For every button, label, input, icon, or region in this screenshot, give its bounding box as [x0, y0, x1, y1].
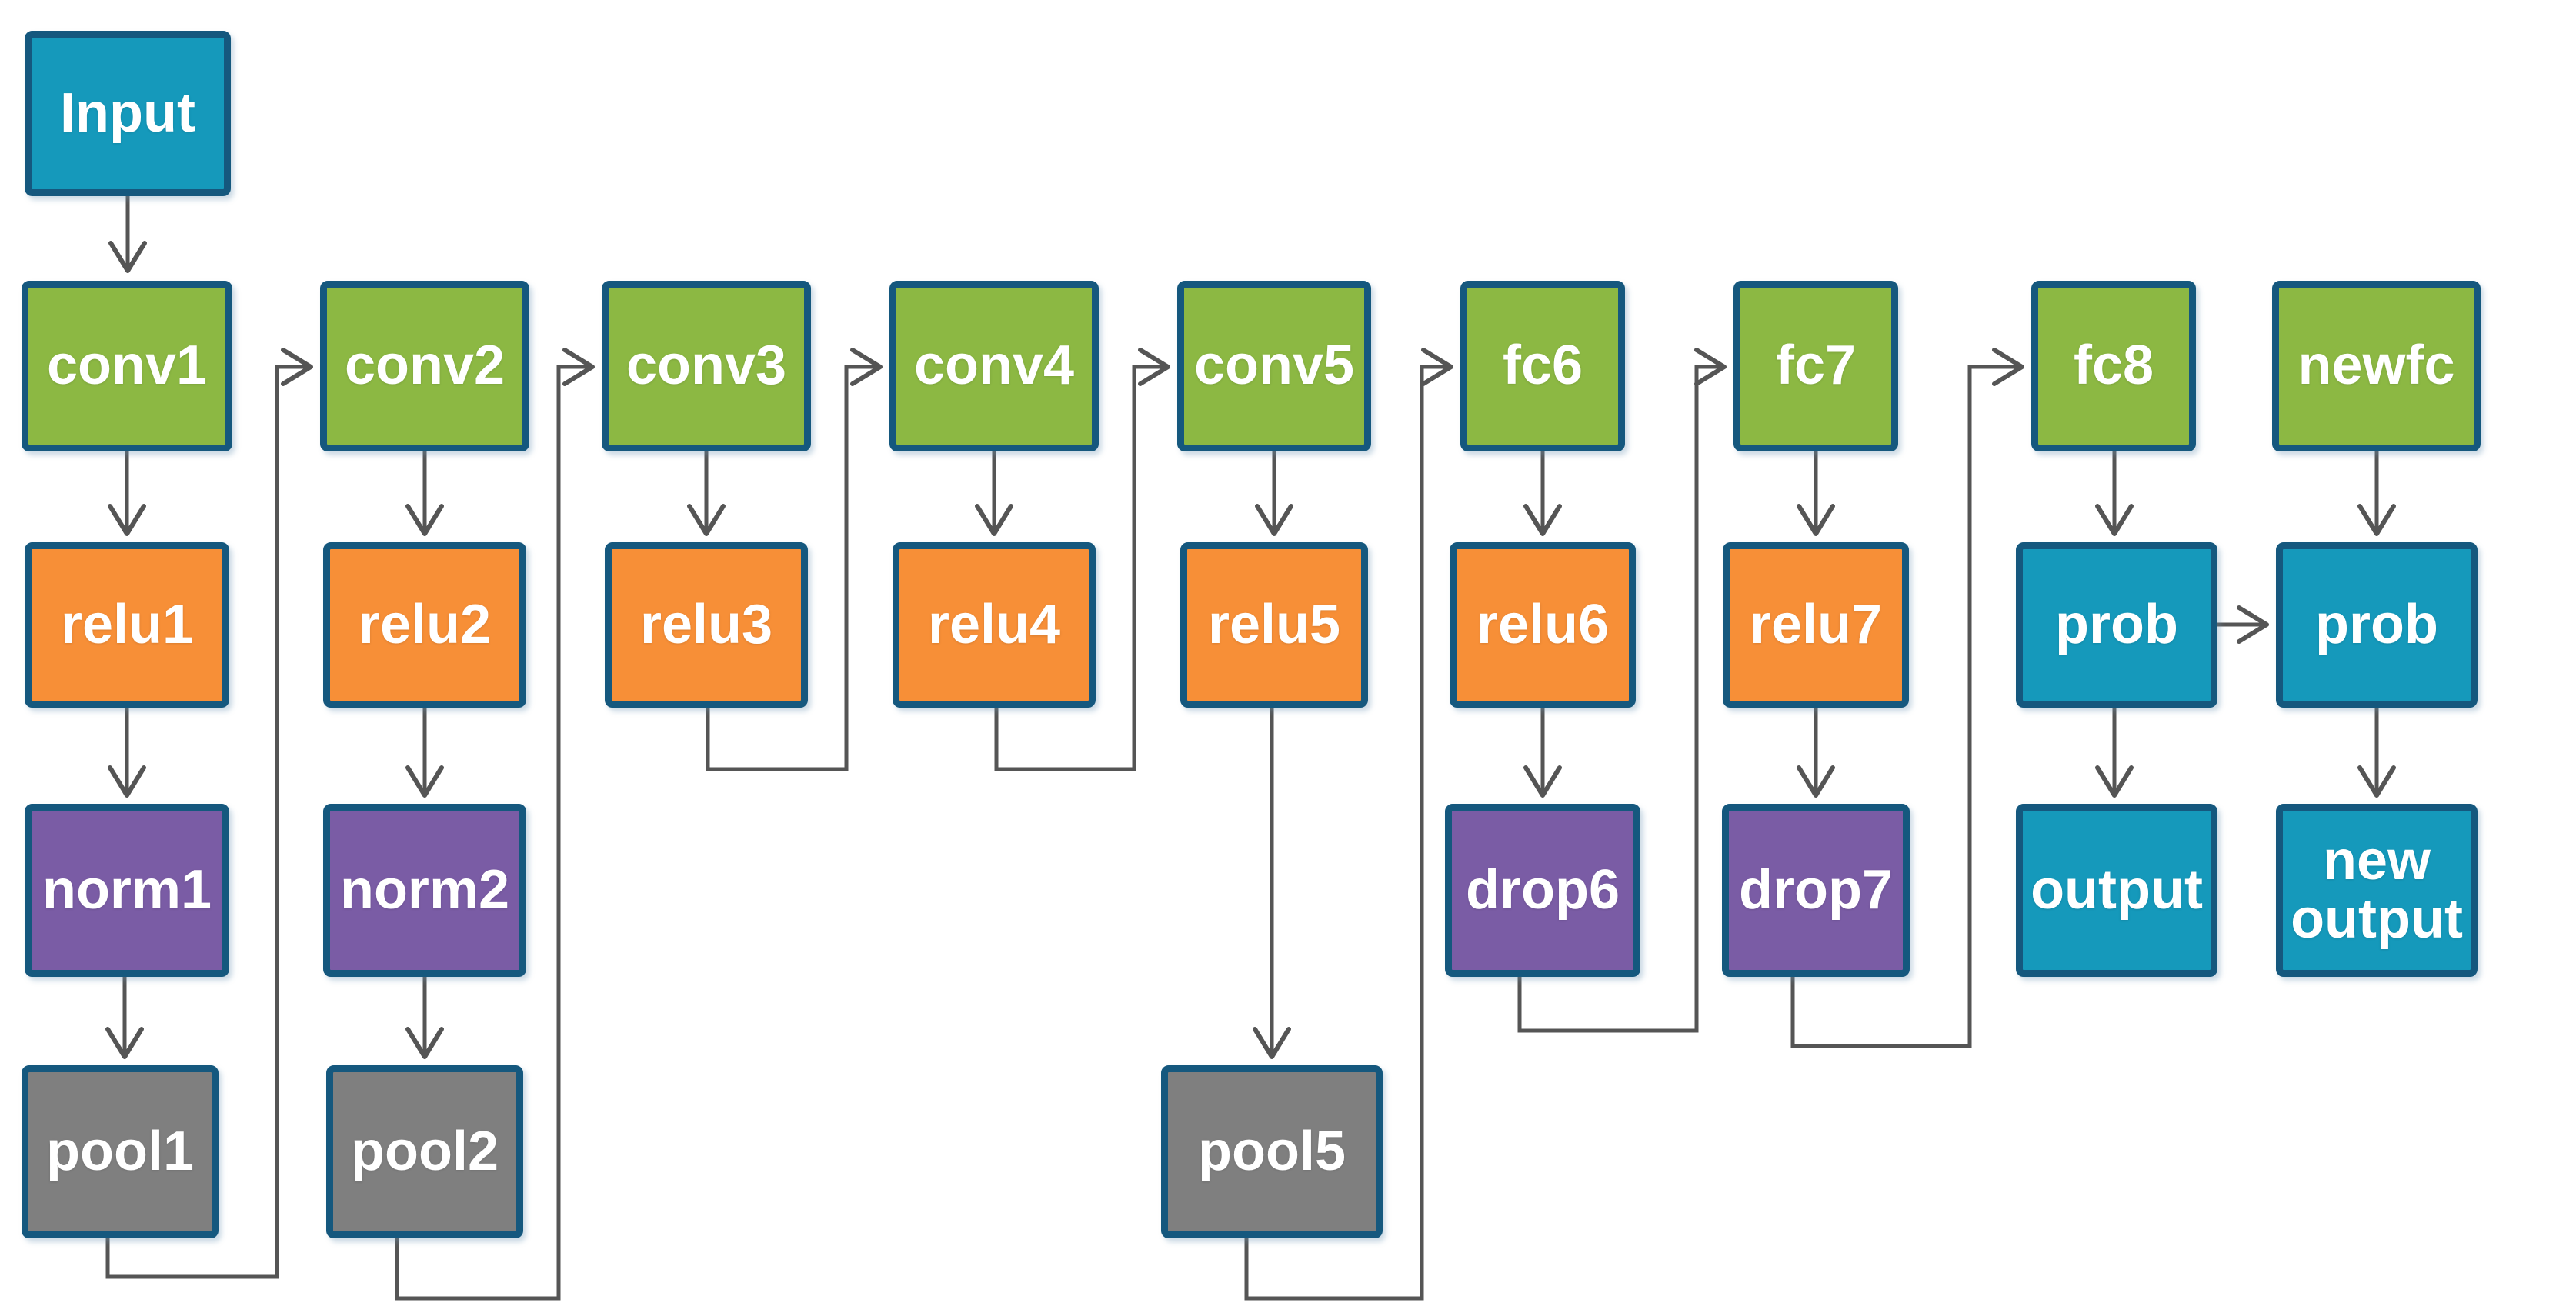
node-relu1: relu1	[25, 542, 229, 708]
node-relu3: relu3	[605, 542, 808, 708]
node-label-pool1: pool1	[46, 1120, 194, 1182]
node-label-drop6: drop6	[1465, 858, 1620, 921]
node-output: output	[2016, 804, 2217, 977]
node-fc7: fc7	[1733, 281, 1898, 451]
edge-pool5-to-fc6	[1244, 348, 1453, 1301]
node-norm2: norm2	[323, 804, 526, 977]
node-label-relu7: relu7	[1749, 593, 1883, 655]
node-pool1: pool1	[22, 1065, 219, 1238]
node-label-relu3: relu3	[639, 593, 773, 655]
node-norm1: norm1	[25, 804, 229, 977]
edge-pool2-to-conv3	[395, 348, 595, 1301]
node-label-relu2: relu2	[358, 593, 492, 655]
node-conv5: conv5	[1177, 281, 1371, 451]
node-new-output: new output	[2276, 804, 2478, 977]
node-newfc: newfc	[2272, 281, 2481, 451]
node-relu2: relu2	[323, 542, 526, 708]
node-label-conv4: conv4	[913, 335, 1075, 397]
node-label-pool5: pool5	[1198, 1120, 1346, 1182]
node-label-newfc: newfc	[2297, 335, 2455, 397]
node-pool5: pool5	[1161, 1065, 1383, 1238]
node-conv2: conv2	[320, 281, 529, 451]
node-prob-new: prob	[2276, 542, 2478, 708]
node-prob: prob	[2016, 542, 2217, 708]
node-input: Input	[25, 31, 231, 196]
node-fc8: fc8	[2031, 281, 2196, 451]
node-label-conv2: conv2	[344, 335, 506, 397]
node-drop6: drop6	[1445, 804, 1640, 977]
node-label-new-output: new output	[2291, 829, 2463, 950]
node-label-prob: prob	[2055, 593, 2178, 655]
edge-pool1-to-conv2	[105, 348, 313, 1279]
edge-drop6-to-fc7	[1517, 348, 1727, 1033]
node-relu7: relu7	[1723, 542, 1909, 708]
edge-relu3-to-conv4	[706, 348, 883, 771]
node-pool2: pool2	[326, 1065, 523, 1238]
node-label-fc8: fc8	[2073, 335, 2154, 397]
node-conv3: conv3	[602, 281, 811, 451]
node-label-input: Input	[60, 82, 195, 144]
node-label-prob-new: prob	[2315, 593, 2438, 655]
node-label-relu1: relu1	[60, 593, 194, 655]
node-label-relu5: relu5	[1207, 593, 1341, 655]
node-drop7: drop7	[1722, 804, 1910, 977]
node-relu6: relu6	[1450, 542, 1636, 708]
node-label-conv1: conv1	[46, 335, 208, 397]
node-label-fc7: fc7	[1775, 335, 1857, 397]
edge-drop7-to-fc8	[1790, 348, 2024, 1048]
node-conv1: conv1	[22, 281, 232, 451]
node-relu4: relu4	[893, 542, 1096, 708]
node-label-fc6: fc6	[1502, 335, 1583, 397]
node-fc6: fc6	[1460, 281, 1625, 451]
node-label-norm2: norm2	[339, 858, 510, 921]
node-label-norm1: norm1	[42, 858, 212, 921]
node-label-relu4: relu4	[927, 593, 1061, 655]
node-conv4: conv4	[889, 281, 1099, 451]
node-label-output: output	[2030, 858, 2203, 921]
node-label-conv3: conv3	[626, 335, 787, 397]
node-label-relu6: relu6	[1476, 593, 1610, 655]
node-label-pool2: pool2	[351, 1120, 499, 1182]
node-relu5: relu5	[1180, 542, 1368, 708]
node-label-conv5: conv5	[1193, 335, 1355, 397]
edge-relu4-to-conv5	[994, 348, 1170, 771]
node-label-drop7: drop7	[1738, 858, 1893, 921]
